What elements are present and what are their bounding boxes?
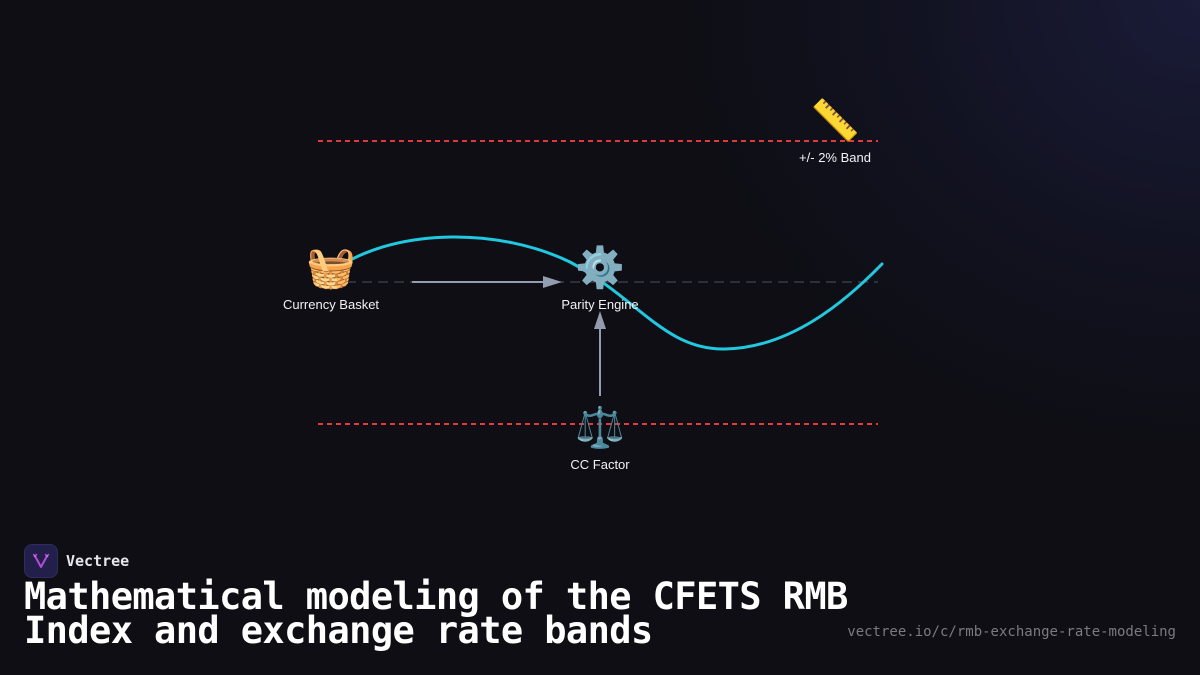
node-band: 📏 +/- 2% Band xyxy=(799,98,871,165)
brand-name: Vectree xyxy=(66,552,130,570)
node-parity-engine: ⚙️ Parity Engine xyxy=(561,245,638,312)
arrowhead-right xyxy=(543,276,562,288)
balance-scale-icon: ⚖️ xyxy=(575,406,625,450)
page-title: Mathematical modeling of the CFETS RMB I… xyxy=(24,575,848,652)
source-url: vectree.io/c/rmb-exchange-rate-modeling xyxy=(847,624,1176,640)
node-cc-factor: ⚖️ CC Factor xyxy=(570,405,629,472)
gear-icon: ⚙️ xyxy=(575,246,625,290)
node-label-currency-basket: Currency Basket xyxy=(282,297,380,312)
vectree-logo-icon xyxy=(24,544,58,578)
brand: Vectree xyxy=(24,544,129,578)
exchange-rate-curve xyxy=(338,235,884,351)
node-label-band: +/- 2% Band xyxy=(799,150,871,165)
node-label-parity-engine: Parity Engine xyxy=(561,297,639,312)
arrowhead-up xyxy=(594,311,606,329)
title-line-1: Mathematical modeling of the CFETS RMB xyxy=(24,575,848,618)
basket-icon: 🧺 xyxy=(306,246,356,290)
title-line-2: Index and exchange rate bands xyxy=(24,609,653,652)
node-currency-basket: 🧺 Currency Basket xyxy=(283,245,379,312)
ruler-icon: 📏 xyxy=(810,99,860,143)
node-label-cc-factor: CC Factor xyxy=(570,457,630,472)
